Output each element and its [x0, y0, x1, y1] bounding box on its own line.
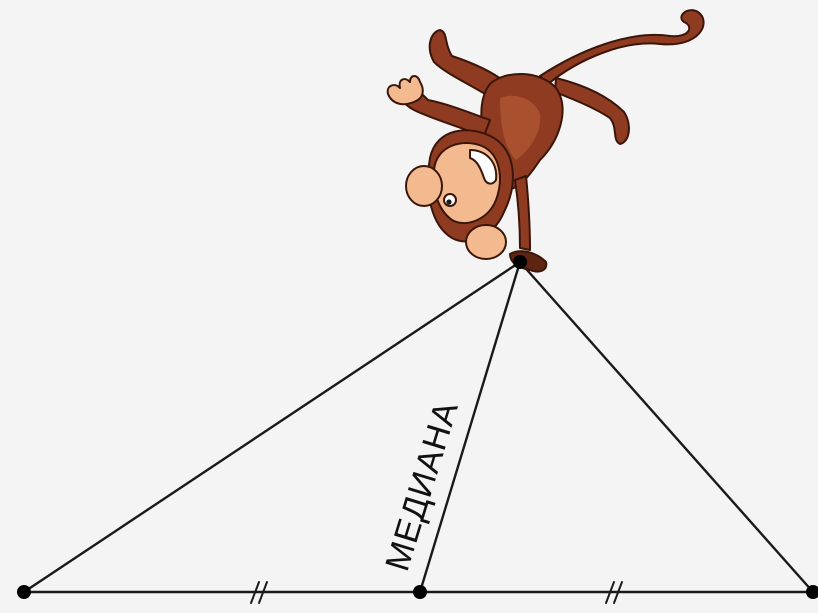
monkey-hand-left [386, 75, 424, 106]
monkey-arm-support [514, 175, 531, 251]
vertex-left [17, 585, 31, 599]
tick-mark-left [250, 581, 268, 604]
monkey-illustration [386, 9, 705, 273]
vertex-right [806, 585, 818, 599]
side-right [518, 260, 815, 594]
median-line [418, 260, 522, 594]
midpoint [413, 585, 427, 599]
equal-segment-marks [250, 581, 623, 604]
monkey-leg-right [554, 77, 630, 145]
monkey-pupil [446, 199, 452, 205]
vertices [17, 585, 818, 599]
monkey-tail [539, 9, 705, 85]
monkey-ear-right [465, 224, 507, 260]
monkey-ear-left [405, 165, 443, 207]
vertex-apex [513, 255, 527, 269]
tick-mark-right [605, 581, 623, 604]
side-left [22, 260, 522, 594]
monkey-grin [469, 149, 498, 185]
monkey-leg-left [428, 29, 506, 101]
monkey-belly [500, 95, 541, 160]
